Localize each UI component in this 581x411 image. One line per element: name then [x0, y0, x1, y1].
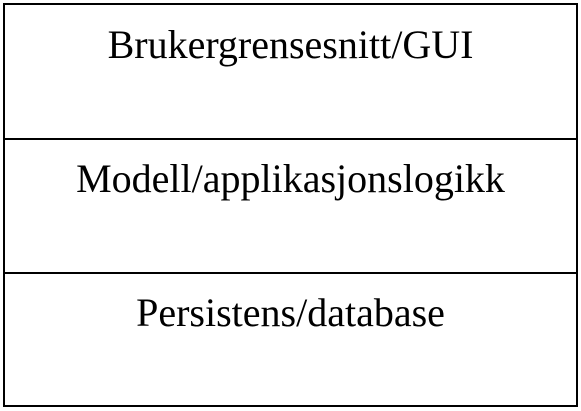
layer-box-persistence: Persistens/database: [5, 272, 576, 405]
layer-label-model: Modell/applikasjonslogikk: [76, 156, 505, 201]
layer-box-model: Modell/applikasjonslogikk: [5, 138, 576, 272]
layer-stack-diagram: Brukergrensesnitt/GUI Modell/applikasjon…: [3, 3, 578, 407]
layer-label-gui: Brukergrensesnitt/GUI: [107, 22, 474, 67]
layer-label-persistence: Persistens/database: [136, 290, 445, 335]
layer-box-gui: Brukergrensesnitt/GUI: [5, 5, 576, 138]
